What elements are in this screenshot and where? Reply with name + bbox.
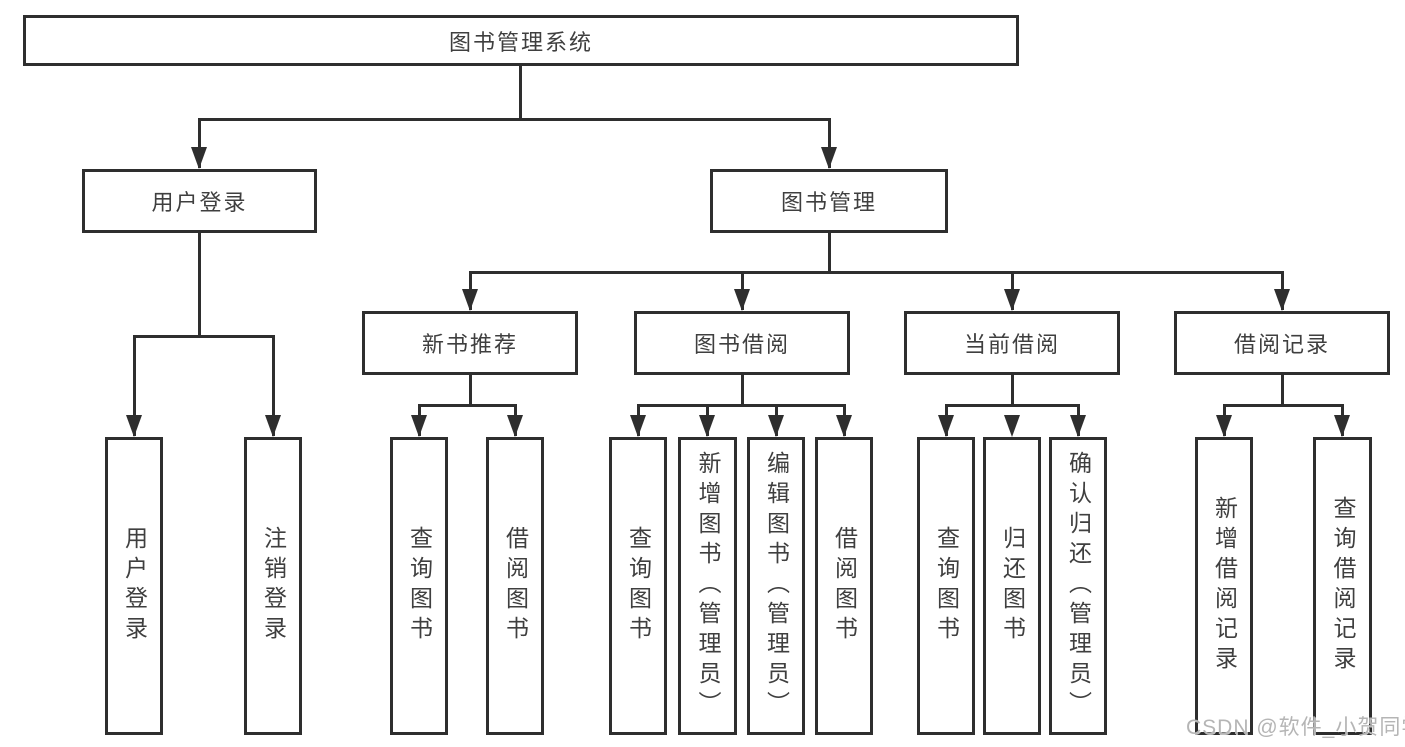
node-book-borrowing: 图书借阅: [634, 311, 850, 375]
arrow-down-icon: [411, 415, 427, 437]
arrow-down-icon: [734, 289, 750, 311]
leaf-confirm-return-admin-label: 确认归还（管理员）: [1065, 451, 1092, 721]
connector-line: [469, 271, 1284, 274]
arrow-down-icon: [126, 415, 142, 437]
leaf-logout: 注销登录: [244, 437, 302, 735]
node-new-book-recommend-label: 新书推荐: [421, 332, 518, 357]
connector-line: [637, 404, 846, 407]
leaf-query-books-current: 查询图书: [917, 437, 975, 735]
leaf-user-login: 用户登录: [105, 437, 163, 735]
node-user-login: 用户登录: [82, 169, 317, 233]
connector-line: [1281, 373, 1284, 406]
leaf-query-borrow-record: 查询借阅记录: [1313, 437, 1372, 735]
leaf-add-borrow-record: 新增借阅记录: [1195, 437, 1253, 735]
connector-line: [198, 231, 201, 338]
node-book-borrowing-label: 图书借阅: [693, 332, 790, 357]
arrow-down-icon: [836, 415, 852, 437]
connector-line: [741, 373, 744, 406]
arrow-down-icon: [1274, 289, 1290, 311]
leaf-edit-book-admin: 编辑图书（管理员）: [747, 437, 805, 735]
node-user-login-label: 用户登录: [151, 190, 248, 215]
node-new-book-recommend: 新书推荐: [362, 311, 578, 375]
leaf-query-books-current-label: 查询图书: [933, 526, 960, 646]
leaf-logout-label: 注销登录: [260, 526, 287, 646]
node-borrowing-records-label: 借阅记录: [1233, 332, 1330, 357]
connector-line: [272, 335, 275, 436]
connector-line: [1011, 373, 1014, 406]
connector-line: [198, 118, 830, 121]
node-root: 图书管理系统: [23, 15, 1019, 66]
node-book-management: 图书管理: [710, 169, 948, 233]
leaf-add-borrow-record-label: 新增借阅记录: [1211, 496, 1238, 676]
leaf-confirm-return-admin: 确认归还（管理员）: [1049, 437, 1107, 735]
leaf-borrow-books-recommend-label: 借阅图书: [502, 526, 529, 646]
leaf-query-books-borrowing-label: 查询图书: [625, 526, 652, 646]
connector-line: [1223, 404, 1344, 407]
connector-line: [418, 404, 517, 407]
arrow-down-icon: [1216, 415, 1232, 437]
csdn-watermark: CSDN @软件_小贺同学: [1186, 711, 1405, 741]
arrow-down-icon: [768, 415, 784, 437]
leaf-user-login-label: 用户登录: [121, 526, 148, 646]
arrow-down-icon: [630, 415, 646, 437]
leaf-add-book-admin: 新增图书（管理员）: [678, 437, 737, 735]
arrow-down-icon: [507, 415, 523, 437]
arrow-down-icon: [699, 415, 715, 437]
arrow-down-icon: [821, 147, 837, 169]
arrow-down-icon: [1070, 415, 1086, 437]
connector-line: [133, 335, 136, 436]
arrow-down-icon: [1004, 415, 1020, 437]
node-borrowing-records: 借阅记录: [1174, 311, 1390, 375]
arrow-down-icon: [462, 289, 478, 311]
leaf-add-book-admin-label: 新增图书（管理员）: [695, 451, 721, 721]
leaf-return-books: 归还图书: [983, 437, 1041, 735]
arrow-down-icon: [265, 415, 281, 437]
connector-line: [133, 335, 275, 338]
connector-line: [469, 373, 472, 406]
leaf-query-borrow-record-label: 查询借阅记录: [1330, 496, 1356, 676]
arrow-down-icon: [1004, 289, 1020, 311]
leaf-borrow-books-borrowing-label: 借阅图书: [831, 526, 858, 646]
leaf-edit-book-admin-label: 编辑图书（管理员）: [763, 451, 790, 721]
node-root-label: 图书管理系统: [448, 29, 593, 55]
connector-line: [828, 231, 831, 273]
connector-line: [945, 404, 1080, 407]
leaf-return-books-label: 归还图书: [999, 526, 1026, 646]
leaf-borrow-books-borrowing: 借阅图书: [815, 437, 873, 735]
node-current-borrowing: 当前借阅: [904, 311, 1120, 375]
connector-line: [828, 118, 831, 168]
leaf-query-books-borrowing: 查询图书: [609, 437, 667, 735]
arrow-down-icon: [938, 415, 954, 437]
csdn-watermark-text: CSDN @软件_小贺同学: [1186, 716, 1405, 739]
leaf-query-books-recommend: 查询图书: [390, 437, 448, 735]
connector-line: [519, 64, 522, 120]
arrow-down-icon: [191, 147, 207, 169]
node-current-borrowing-label: 当前借阅: [963, 332, 1060, 357]
leaf-borrow-books-recommend: 借阅图书: [486, 437, 544, 735]
node-book-management-label: 图书管理: [780, 190, 877, 215]
leaf-query-books-recommend-label: 查询图书: [406, 526, 433, 646]
connector-line: [198, 118, 201, 168]
arrow-down-icon: [1334, 415, 1350, 437]
